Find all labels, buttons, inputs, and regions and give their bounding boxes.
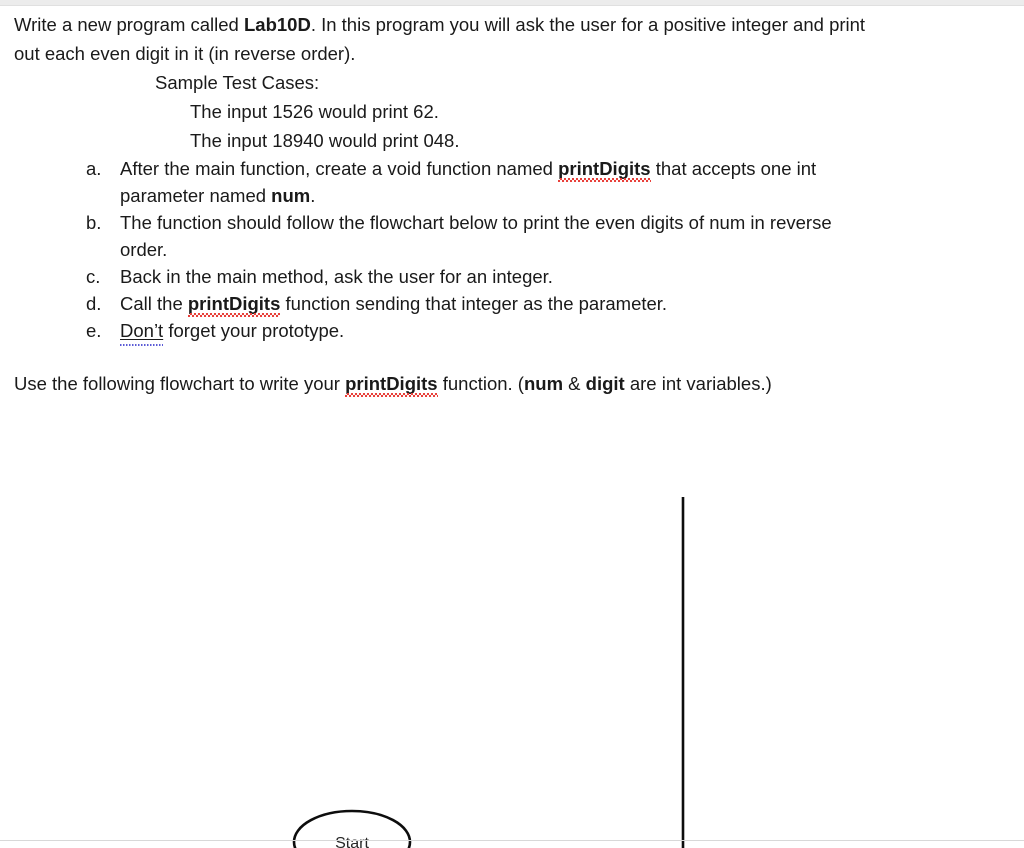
sample-case-1: The input 1526 would print 62.: [190, 101, 439, 122]
item-e-text: forget your prototype.: [163, 320, 345, 341]
paragraph-spacer: [0, 344, 1024, 369]
sample-test-cases-heading: Sample Test Cases:: [155, 72, 320, 93]
document-body: Write a new program called Lab10D. In th…: [0, 10, 1024, 398]
item-d-term-printdigits: printDigits: [187, 293, 281, 314]
item-d-text-mid: function sending that integer as the par…: [280, 293, 668, 314]
item-b-text: The function should follow the flowchart…: [120, 212, 832, 260]
list-marker-b: b.: [86, 212, 102, 233]
start-ellipse-shape: [292, 809, 412, 848]
item-a-text-after: .: [310, 185, 316, 206]
list-marker-e: e.: [86, 320, 102, 341]
list-item-e: e. Don’t forget your prototype.: [0, 317, 1024, 344]
page-top-strip: [0, 0, 1024, 6]
closing-part2: function. (: [437, 373, 524, 394]
list-item-c: c. Back in the main method, ask the user …: [0, 263, 1024, 290]
closing-part1: Use the following flowchart to write you…: [14, 373, 346, 394]
flowchart: Start num > 0? No Stop Yes digit = num %…: [0, 395, 1024, 848]
intro-prefix: Write a new program called: [14, 14, 244, 35]
list-item-d: d. Call the printDigits function sending …: [0, 290, 1024, 317]
page-bottom-rule: [0, 840, 1024, 841]
intro-suffix: . In this program you will ask the user …: [14, 14, 866, 64]
flowchart-canvas: Start num > 0? No Stop Yes digit = num %…: [292, 497, 685, 848]
closing-term-digit: digit: [585, 373, 625, 394]
item-c-text: Back in the main method, ask the user fo…: [120, 266, 553, 287]
closing-part4: are int variables.): [624, 373, 772, 394]
closing-term-printdigits: printDigits: [345, 373, 438, 394]
intro-paragraph: Write a new program called Lab10D. In th…: [0, 10, 1024, 68]
program-name: Lab10D: [243, 14, 311, 35]
item-d-text-before: Call the: [120, 293, 188, 314]
list-item-a: a. After the main function, create a void…: [0, 155, 1024, 209]
item-a-term-printdigits: printDigits: [558, 158, 651, 179]
start-label: Start: [335, 835, 369, 848]
closing-term-num: num: [523, 373, 564, 394]
list-item-b: b. The function should follow the flowcha…: [0, 209, 1024, 263]
list-marker-a: a.: [86, 158, 102, 179]
item-a-text-mid: that accepts one int parameter named: [120, 158, 817, 206]
node-start: Start: [292, 809, 412, 848]
list-marker-d: d.: [86, 293, 102, 314]
item-e-term-dont: Don’t: [120, 320, 164, 341]
closing-part3: &: [563, 373, 586, 394]
sample-case-2: The input 18940 would print 048.: [190, 130, 460, 151]
item-a-term-num: num: [271, 185, 311, 206]
instruction-list: a. After the main function, create a void…: [0, 155, 1024, 344]
closing-paragraph: Use the following flowchart to write you…: [0, 369, 1024, 398]
list-marker-c: c.: [86, 266, 101, 287]
item-a-text-before: After the main function, create a void f…: [120, 158, 559, 179]
